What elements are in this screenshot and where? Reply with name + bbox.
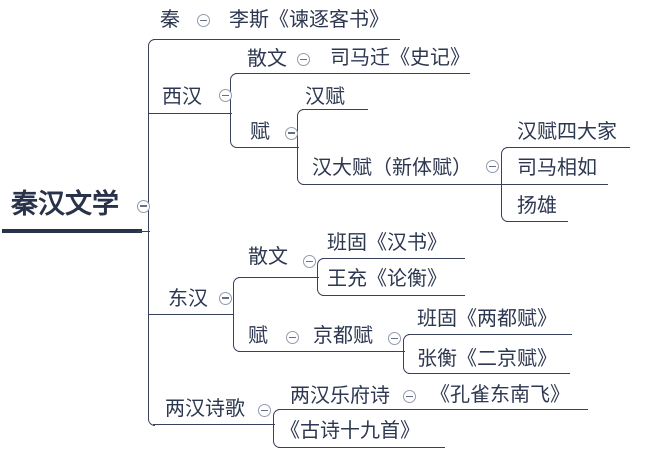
- node-simaxiangru[interactable]: 司马相如: [517, 157, 597, 179]
- node-gushi-shijiushou[interactable]: 《古诗十九首》: [280, 420, 420, 442]
- underline-yuefushi: [278, 408, 588, 410]
- underline-xihan: [148, 112, 232, 114]
- collapse-icon-root[interactable]: [136, 199, 150, 213]
- trunk-bracket: [148, 38, 155, 426]
- node-qin[interactable]: 秦: [160, 9, 180, 31]
- collapse-icon-fu-donghan[interactable]: [285, 331, 299, 344]
- node-wangchonglunheng[interactable]: 王充《论衡》: [327, 268, 447, 290]
- root-underline: [2, 229, 142, 233]
- collapse-icon-jingdufu[interactable]: [387, 332, 401, 345]
- node-kongque-dongnanfei[interactable]: 《孔雀东南飞》: [430, 384, 570, 406]
- node-donghan[interactable]: 东汉: [168, 288, 208, 310]
- underline-lianghanshige: [153, 423, 275, 425]
- node-xihan[interactable]: 西汉: [162, 86, 202, 108]
- collapse-icon-qin[interactable]: [196, 14, 210, 27]
- underline-fu-donghan: [238, 350, 405, 352]
- node-hanfu[interactable]: 汉赋: [305, 86, 345, 108]
- node-banguhanshu[interactable]: 班固《汉书》: [327, 232, 447, 254]
- node-bangu-liangdufu[interactable]: 班固《两都赋》: [417, 308, 557, 330]
- underline-simaxiangru: [501, 183, 608, 185]
- collapse-icon-donghan[interactable]: [218, 291, 232, 305]
- bracket-lianghanshige-children: [273, 408, 280, 448]
- underline-sanwen-donghan: [238, 276, 319, 278]
- node-handafu[interactable]: 汉大赋（新体赋）: [312, 157, 472, 179]
- underline-hanfusidajia: [506, 146, 630, 148]
- root-node[interactable]: 秦汉文学: [11, 189, 119, 219]
- node-zhangheng-erjingfu[interactable]: 张衡《二京赋》: [417, 348, 557, 370]
- underline-zhangheng-erjingfu: [408, 372, 570, 374]
- collapse-icon-xihan[interactable]: [218, 89, 232, 102]
- collapse-icon-yuefushi[interactable]: [402, 390, 416, 403]
- collapse-icon-lianghanshige[interactable]: [257, 404, 271, 417]
- collapse-icon-fu-xihan[interactable]: [284, 126, 298, 140]
- node-lisi-jianzhukeshu[interactable]: 李斯《谏逐客书》: [229, 9, 389, 31]
- underline-wangchonglunheng: [322, 294, 465, 296]
- underline-banguhanshu: [322, 257, 465, 259]
- node-jingdufu[interactable]: 京都赋: [313, 325, 373, 347]
- node-simaqian-shiji[interactable]: 司马迁《史记》: [330, 47, 470, 69]
- underline-yangxiong: [506, 220, 568, 222]
- underline-qin: [153, 38, 400, 40]
- bracket-jingdufu-children: [403, 333, 410, 374]
- bracket-donghan-children: [233, 276, 240, 352]
- node-sanwen-donghan[interactable]: 散文: [248, 246, 288, 268]
- underline-gushishijiushou: [278, 446, 445, 448]
- node-yangxiong[interactable]: 扬雄: [517, 195, 557, 217]
- collapse-icon-sanwen-xihan[interactable]: [296, 53, 310, 66]
- underline-bangu-liangdufu: [408, 333, 572, 335]
- node-fu-xihan[interactable]: 赋: [250, 121, 270, 143]
- collapse-icon-sanwen-donghan[interactable]: [302, 255, 316, 268]
- node-lianghan-yuefushi[interactable]: 两汉乐府诗: [290, 385, 390, 407]
- node-hanfusidajia[interactable]: 汉赋四大家: [517, 121, 617, 143]
- root-underline-stub: [138, 230, 150, 232]
- underline-handafu: [302, 183, 503, 185]
- node-fu-donghan[interactable]: 赋: [248, 325, 268, 347]
- underline-sanwen-xihan: [235, 72, 470, 74]
- collapse-icon-handafu[interactable]: [485, 160, 499, 173]
- underline-fu-xihan: [235, 146, 299, 148]
- node-lianghanshige[interactable]: 两汉诗歌: [165, 398, 245, 420]
- underline-donghan: [148, 313, 234, 315]
- node-sanwen-xihan[interactable]: 散文: [247, 48, 287, 70]
- underline-hanfu: [302, 108, 368, 110]
- bracket-xihan-children: [230, 72, 237, 148]
